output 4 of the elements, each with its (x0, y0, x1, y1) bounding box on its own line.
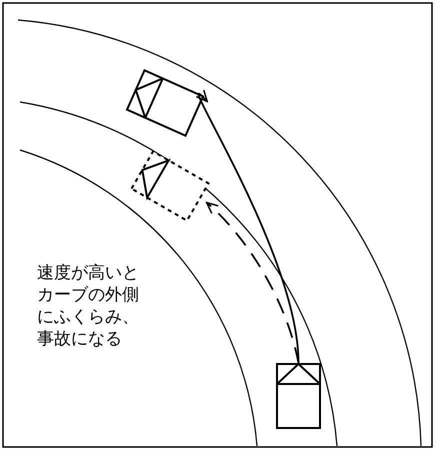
arrow (206, 202, 300, 364)
arrow (195, 89, 300, 364)
caption-text: 速度が高いとカーブの外側にふくらみ、事故になる (37, 262, 140, 350)
car-icon (276, 362, 321, 429)
